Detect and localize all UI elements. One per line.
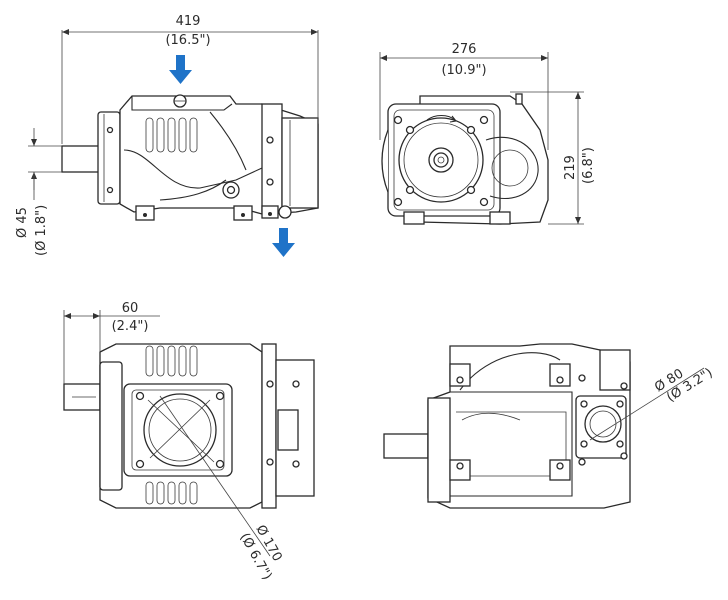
dim-60-value: 60 bbox=[122, 301, 139, 316]
dim-419-imperial: (16.5") bbox=[165, 33, 210, 48]
side-view bbox=[61, 94, 319, 221]
dimension-overall-length: 419 (16.5") bbox=[61, 14, 319, 144]
dim-419-value: 419 bbox=[176, 14, 201, 29]
dim-60-imperial: (2.4") bbox=[112, 319, 149, 334]
outlet-arrow-icon bbox=[272, 228, 295, 257]
dimension-height: 219 (6.8") bbox=[510, 91, 596, 225]
inlet-view bbox=[63, 343, 315, 509]
dimension-shaft-length: 60 (2.4") bbox=[63, 301, 160, 384]
cooling-ribs bbox=[145, 117, 198, 153]
dim-45-imperial: (Ø 1.8") bbox=[34, 205, 49, 256]
dim-45-value: Ø 45 bbox=[15, 207, 30, 238]
bottom-ribs bbox=[145, 481, 198, 505]
dim-219-value: 219 bbox=[563, 155, 578, 180]
inlet-arrow-icon bbox=[169, 55, 192, 84]
dim-276-imperial: (10.9") bbox=[441, 63, 486, 78]
front-view bbox=[381, 93, 549, 225]
top-ribs bbox=[145, 345, 198, 377]
dimension-shaft-diameter: Ø 45 (Ø 1.8") bbox=[15, 128, 62, 256]
dimension-width: 276 (10.9") bbox=[379, 42, 549, 150]
dim-276-value: 276 bbox=[452, 42, 477, 57]
dim-219-imperial: (6.8") bbox=[581, 147, 596, 184]
outlet-view bbox=[383, 343, 631, 509]
